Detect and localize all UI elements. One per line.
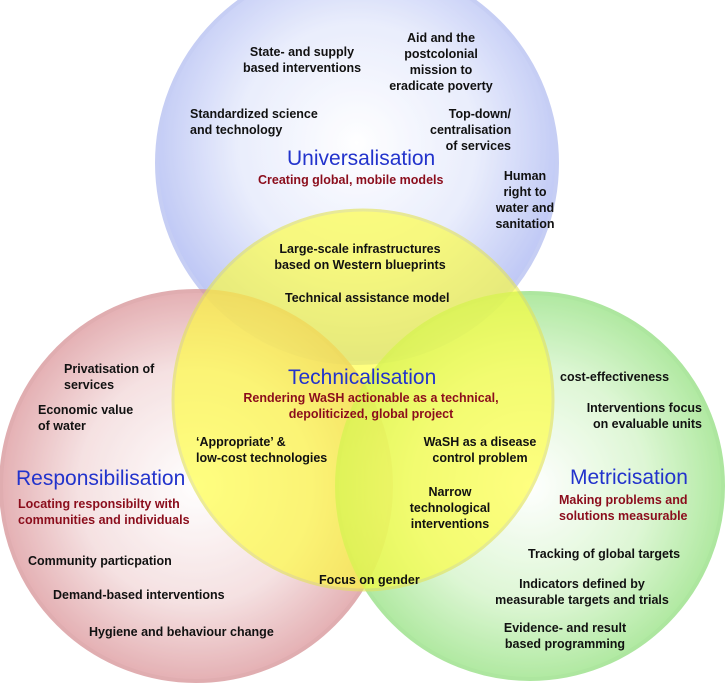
responsibilisation-item: Economic value of water [38, 403, 134, 433]
metricisation-item: cost-effectiveness [560, 370, 670, 384]
universalisation-item: Top-down/ centralisation of services [430, 107, 512, 153]
universalisation-subtitle: Creating global, mobile models [258, 173, 444, 187]
universalisation-title: Universalisation [287, 147, 436, 170]
technicalisation-item: Focus on gender [319, 573, 420, 587]
technicalisation-circle [171, 208, 555, 592]
technicalisation-item: WaSH as a disease control problem [423, 435, 537, 465]
universalisation-item: Human right to water and sanitation [495, 169, 555, 231]
universalisation-item: Aid and the postcolonial mission to erad… [389, 31, 493, 93]
metricisation-item: Evidence- and result based programming [503, 621, 627, 651]
metricisation-item: Indicators defined by measurable targets… [495, 577, 669, 607]
responsibilisation-item: Privatisation of services [64, 362, 155, 392]
responsibilisation-item: Demand-based interventions [53, 588, 225, 602]
responsibilisation-item: Hygiene and behaviour change [89, 625, 274, 639]
responsibilisation-subtitle: Locating responsibilty with communities … [18, 497, 190, 527]
metricisation-item: Tracking of global targets [528, 547, 681, 561]
technicalisation-item: ‘Appropriate’ & low-cost technologies [196, 435, 328, 465]
universalisation-item: Standardized science and technology [190, 107, 318, 137]
technicalisation-subtitle: Rendering WaSH actionable as a technical… [243, 391, 499, 421]
metricisation-item: Interventions focus on evaluable units [586, 401, 702, 431]
universalisation-item: State- and supply based interventions [242, 45, 362, 75]
technicalisation-item: Narrow technological interventions [409, 485, 491, 531]
technicalisation-title: Technicalisation [288, 366, 437, 389]
technicalisation-item: Large-scale infrastructures based on Wes… [274, 242, 446, 272]
responsibilisation-item: Community particpation [28, 554, 172, 568]
metricisation-subtitle: Making problems and solutions measurable [559, 493, 688, 523]
technicalisation-item: Technical assistance model [285, 291, 450, 305]
metricisation-title: Metricisation [570, 466, 688, 489]
responsibilisation-title: Responsibilisation [16, 467, 186, 490]
